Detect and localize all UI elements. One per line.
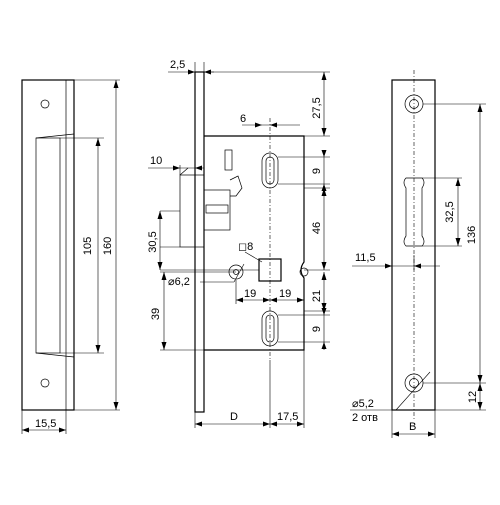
label-17-5: 17,5 (277, 411, 298, 423)
lock-face-plate (194, 71, 205, 413)
latch-spring (224, 149, 233, 171)
label-12: 12 (467, 391, 479, 403)
latch-bolt-bevel (179, 167, 189, 176)
strike-bevel-bottom (35, 352, 75, 358)
label-15-5: 15,5 (35, 418, 56, 430)
label-2-5: 2,5 (170, 59, 185, 71)
strike-opening (35, 137, 61, 354)
lock-case-outline (204, 135, 305, 351)
strike-screw-hole-bottom (40, 378, 50, 388)
face-plate-outline (391, 79, 436, 411)
latch-lever (229, 175, 243, 197)
strike-screw-hole-top (40, 99, 50, 109)
strike-plate-outline (21, 79, 75, 411)
label-9-top: 9 (311, 168, 323, 174)
face-plate-view: 11,5 32,5 136 12 ⌀5,2 2 отв B (350, 70, 486, 438)
latch-bolt (179, 174, 205, 248)
label-21: 21 (311, 290, 323, 302)
label-10: 10 (150, 155, 162, 167)
label-hole-count: 2 отв (352, 412, 378, 424)
label-b: B (409, 421, 416, 433)
label-dia-5-2: ⌀5,2 (352, 398, 374, 410)
bottom-slot (261, 310, 279, 347)
label-19-left: 19 (244, 288, 256, 300)
label-dia-6-2: ⌀6,2 (168, 276, 190, 288)
label-6: 6 (240, 113, 246, 125)
label-19-right: 19 (279, 288, 291, 300)
label-30-5: 30,5 (147, 231, 159, 252)
spindle-hole-right (299, 267, 309, 277)
label-136: 136 (466, 226, 478, 244)
label-9-bottom: 9 (311, 326, 323, 332)
latch-guide (205, 204, 229, 214)
label-d: D (230, 411, 238, 423)
latch-mechanism (203, 189, 231, 231)
label-32-5: 32,5 (444, 201, 456, 222)
label-11-5: 11,5 (355, 252, 376, 264)
lock-body-view: 2,5 27,5 6 10 9 46 (147, 59, 330, 428)
label-27-5: 27,5 (311, 97, 323, 118)
strike-bevel-top (35, 133, 75, 139)
label-160: 160 (102, 237, 114, 255)
top-slot (261, 152, 279, 189)
label-46: 46 (311, 222, 323, 234)
strike-plate-view: 105 160 15,5 (21, 79, 120, 434)
label-105: 105 (82, 237, 94, 255)
label-square-8: ◻8 (238, 241, 253, 253)
label-39: 39 (150, 308, 162, 320)
